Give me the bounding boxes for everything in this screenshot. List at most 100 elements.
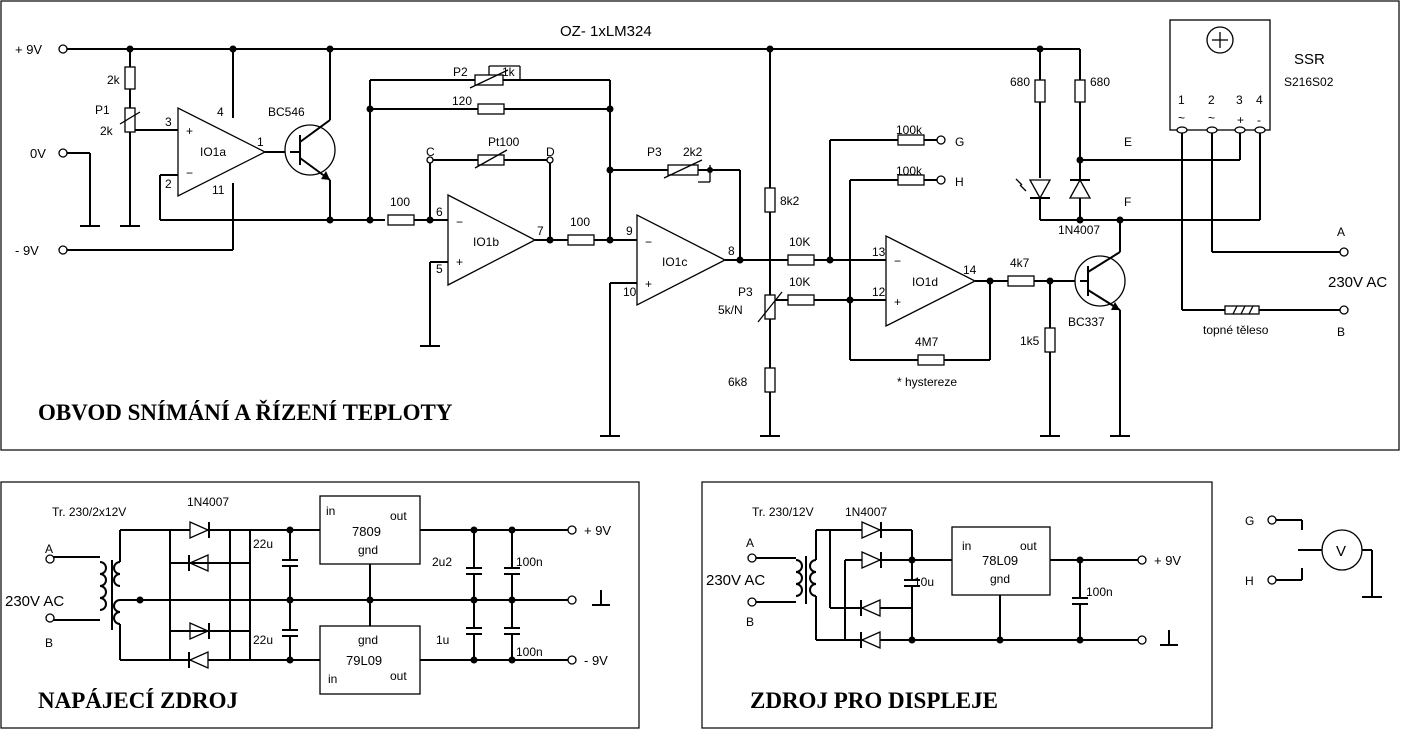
node-h: H (955, 175, 964, 189)
ds-reg-name: 78L09 (982, 553, 1018, 568)
ds-voltage-label: 230V AC (706, 572, 765, 589)
pin-5: 5 (436, 262, 443, 276)
ps-out-minus: - 9V (584, 653, 608, 668)
opamp-d-label: IO1d (912, 275, 938, 289)
pin-10: 10 (623, 285, 637, 299)
ds-transformer-label: Tr. 230/12V (752, 505, 814, 519)
text-layer: OZ- 1xLM324 + 9V 0V - 9V 2k P1 2k 3 2 4 … (5, 23, 1387, 713)
ds-c2-label: 100n (1086, 585, 1113, 599)
ps-c6-label: 100n (516, 645, 543, 659)
meter-g-label: G (1245, 514, 1254, 528)
ds-b-label: B (746, 615, 754, 629)
ds-diode-label: 1N4007 (845, 505, 887, 519)
main-circuit-title: OBVOD SNÍMÁNÍ A ŘÍZENÍ TEPLOTY (38, 399, 453, 425)
meter-h-label: H (1245, 574, 1254, 588)
minus-sign-a: − (186, 166, 193, 180)
reg-pos-in: in (326, 504, 335, 518)
pin-11: 11 (212, 183, 225, 197)
heater-label: topné těleso (1203, 323, 1269, 337)
reg-neg-out: out (390, 669, 407, 683)
node-d: D (546, 145, 555, 159)
display-supply-title: ZDROJ PRO DISPLEJE (750, 688, 998, 713)
r-680a-label: 680 (1010, 75, 1030, 89)
ps-c4-label: 1u (436, 633, 449, 647)
reg-neg-gnd: gnd (358, 633, 378, 647)
ds-reg-in: in (962, 539, 971, 553)
plus-sign-a: + (186, 124, 193, 138)
pin-9: 9 (626, 224, 633, 238)
p2-label: P2 (453, 65, 468, 79)
p3a-value: 2k2 (683, 145, 703, 159)
voltmeter (1267, 515, 1382, 598)
power-supply-panel (0, 481, 640, 729)
mains-voltage-label: 230V AC (1328, 274, 1387, 291)
ssr-mark-4: - (1257, 113, 1261, 127)
ssr-pin-2: 2 (1208, 93, 1215, 107)
r-100k-h-label: 100k (896, 164, 923, 178)
plus-sign-b: + (456, 255, 463, 269)
r-8k2-label: 8k2 (780, 194, 800, 208)
minus-sign-b: − (456, 215, 463, 229)
reg-pos-gnd: gnd (358, 543, 378, 557)
ps-c2-label: 22u (253, 633, 273, 647)
plus-sign-c: + (645, 277, 652, 291)
ssr-pin-4: 4 (1256, 93, 1263, 107)
ssr-pin-1: 1 (1178, 93, 1185, 107)
r-100a-label: 100 (390, 195, 410, 209)
node-c: C (426, 145, 435, 159)
reg-pos-name: 7809 (352, 524, 381, 539)
node-g: G (955, 135, 964, 149)
pin-14: 14 (963, 263, 977, 277)
bc546-label: BC546 (268, 105, 305, 119)
ds-c1-label: 10u (914, 575, 934, 589)
ssr-pin-3: 3 (1236, 93, 1243, 107)
ssr-mark-3: + (1237, 113, 1244, 127)
p1-value: 2k (100, 124, 114, 138)
pt100-label: Pt100 (488, 135, 520, 149)
mains-b-label: B (1337, 325, 1345, 339)
hysteresis-note: * hystereze (897, 375, 957, 389)
ps-a-label: A (45, 542, 53, 556)
ps-voltage-label: 230V AC (5, 593, 64, 610)
pin-12: 12 (872, 285, 886, 299)
minus-sign-c: − (645, 235, 652, 249)
ds-a-label: A (746, 536, 754, 550)
pin-13: 13 (872, 245, 886, 259)
pin-2: 2 (165, 177, 172, 191)
main-circuit-panel (0, 0, 1400, 451)
rail-minus-label: - 9V (15, 243, 39, 258)
r-120-label: 120 (452, 94, 472, 108)
ssr-mark-2: ~ (1208, 111, 1215, 125)
ds-out-plus: + 9V (1154, 553, 1181, 568)
pin-3: 3 (165, 115, 172, 129)
opamp-b-label: IO1b (473, 235, 499, 249)
minus-sign-d: − (894, 254, 901, 268)
p3a-label: P3 (647, 145, 662, 159)
r-1k5-label: 1k5 (1020, 334, 1040, 348)
ssr-name: SSR (1294, 51, 1325, 68)
ds-reg-gnd: gnd (990, 572, 1010, 586)
pin-7: 7 (537, 224, 544, 238)
pin-1: 1 (257, 135, 264, 149)
meter-symbol: V (1336, 543, 1346, 560)
ps-c3-label: 2u2 (432, 555, 452, 569)
r-4m7-label: 4M7 (915, 335, 939, 349)
pin-6: 6 (436, 205, 443, 219)
node-f: F (1124, 195, 1131, 209)
plus-sign-d: + (894, 295, 901, 309)
r-100k-g-label: 100k (896, 123, 923, 137)
r-10k-b-label: 10K (789, 275, 810, 289)
r-6k8-label: 6k8 (728, 375, 748, 389)
r-100b-label: 100 (570, 215, 590, 229)
mains-a-label: A (1337, 225, 1345, 239)
p1-label: P1 (95, 103, 110, 117)
ic-label: OZ- 1xLM324 (560, 23, 652, 40)
ssr-mark-1: ~ (1178, 111, 1185, 125)
reg-pos-out: out (390, 509, 407, 523)
ps-c1-label: 22u (253, 537, 273, 551)
node-e: E (1124, 135, 1132, 149)
r-10k-a-label: 10K (789, 235, 810, 249)
r-2k-label: 2k (107, 73, 121, 87)
p3b-value: 5k/N (718, 303, 743, 317)
